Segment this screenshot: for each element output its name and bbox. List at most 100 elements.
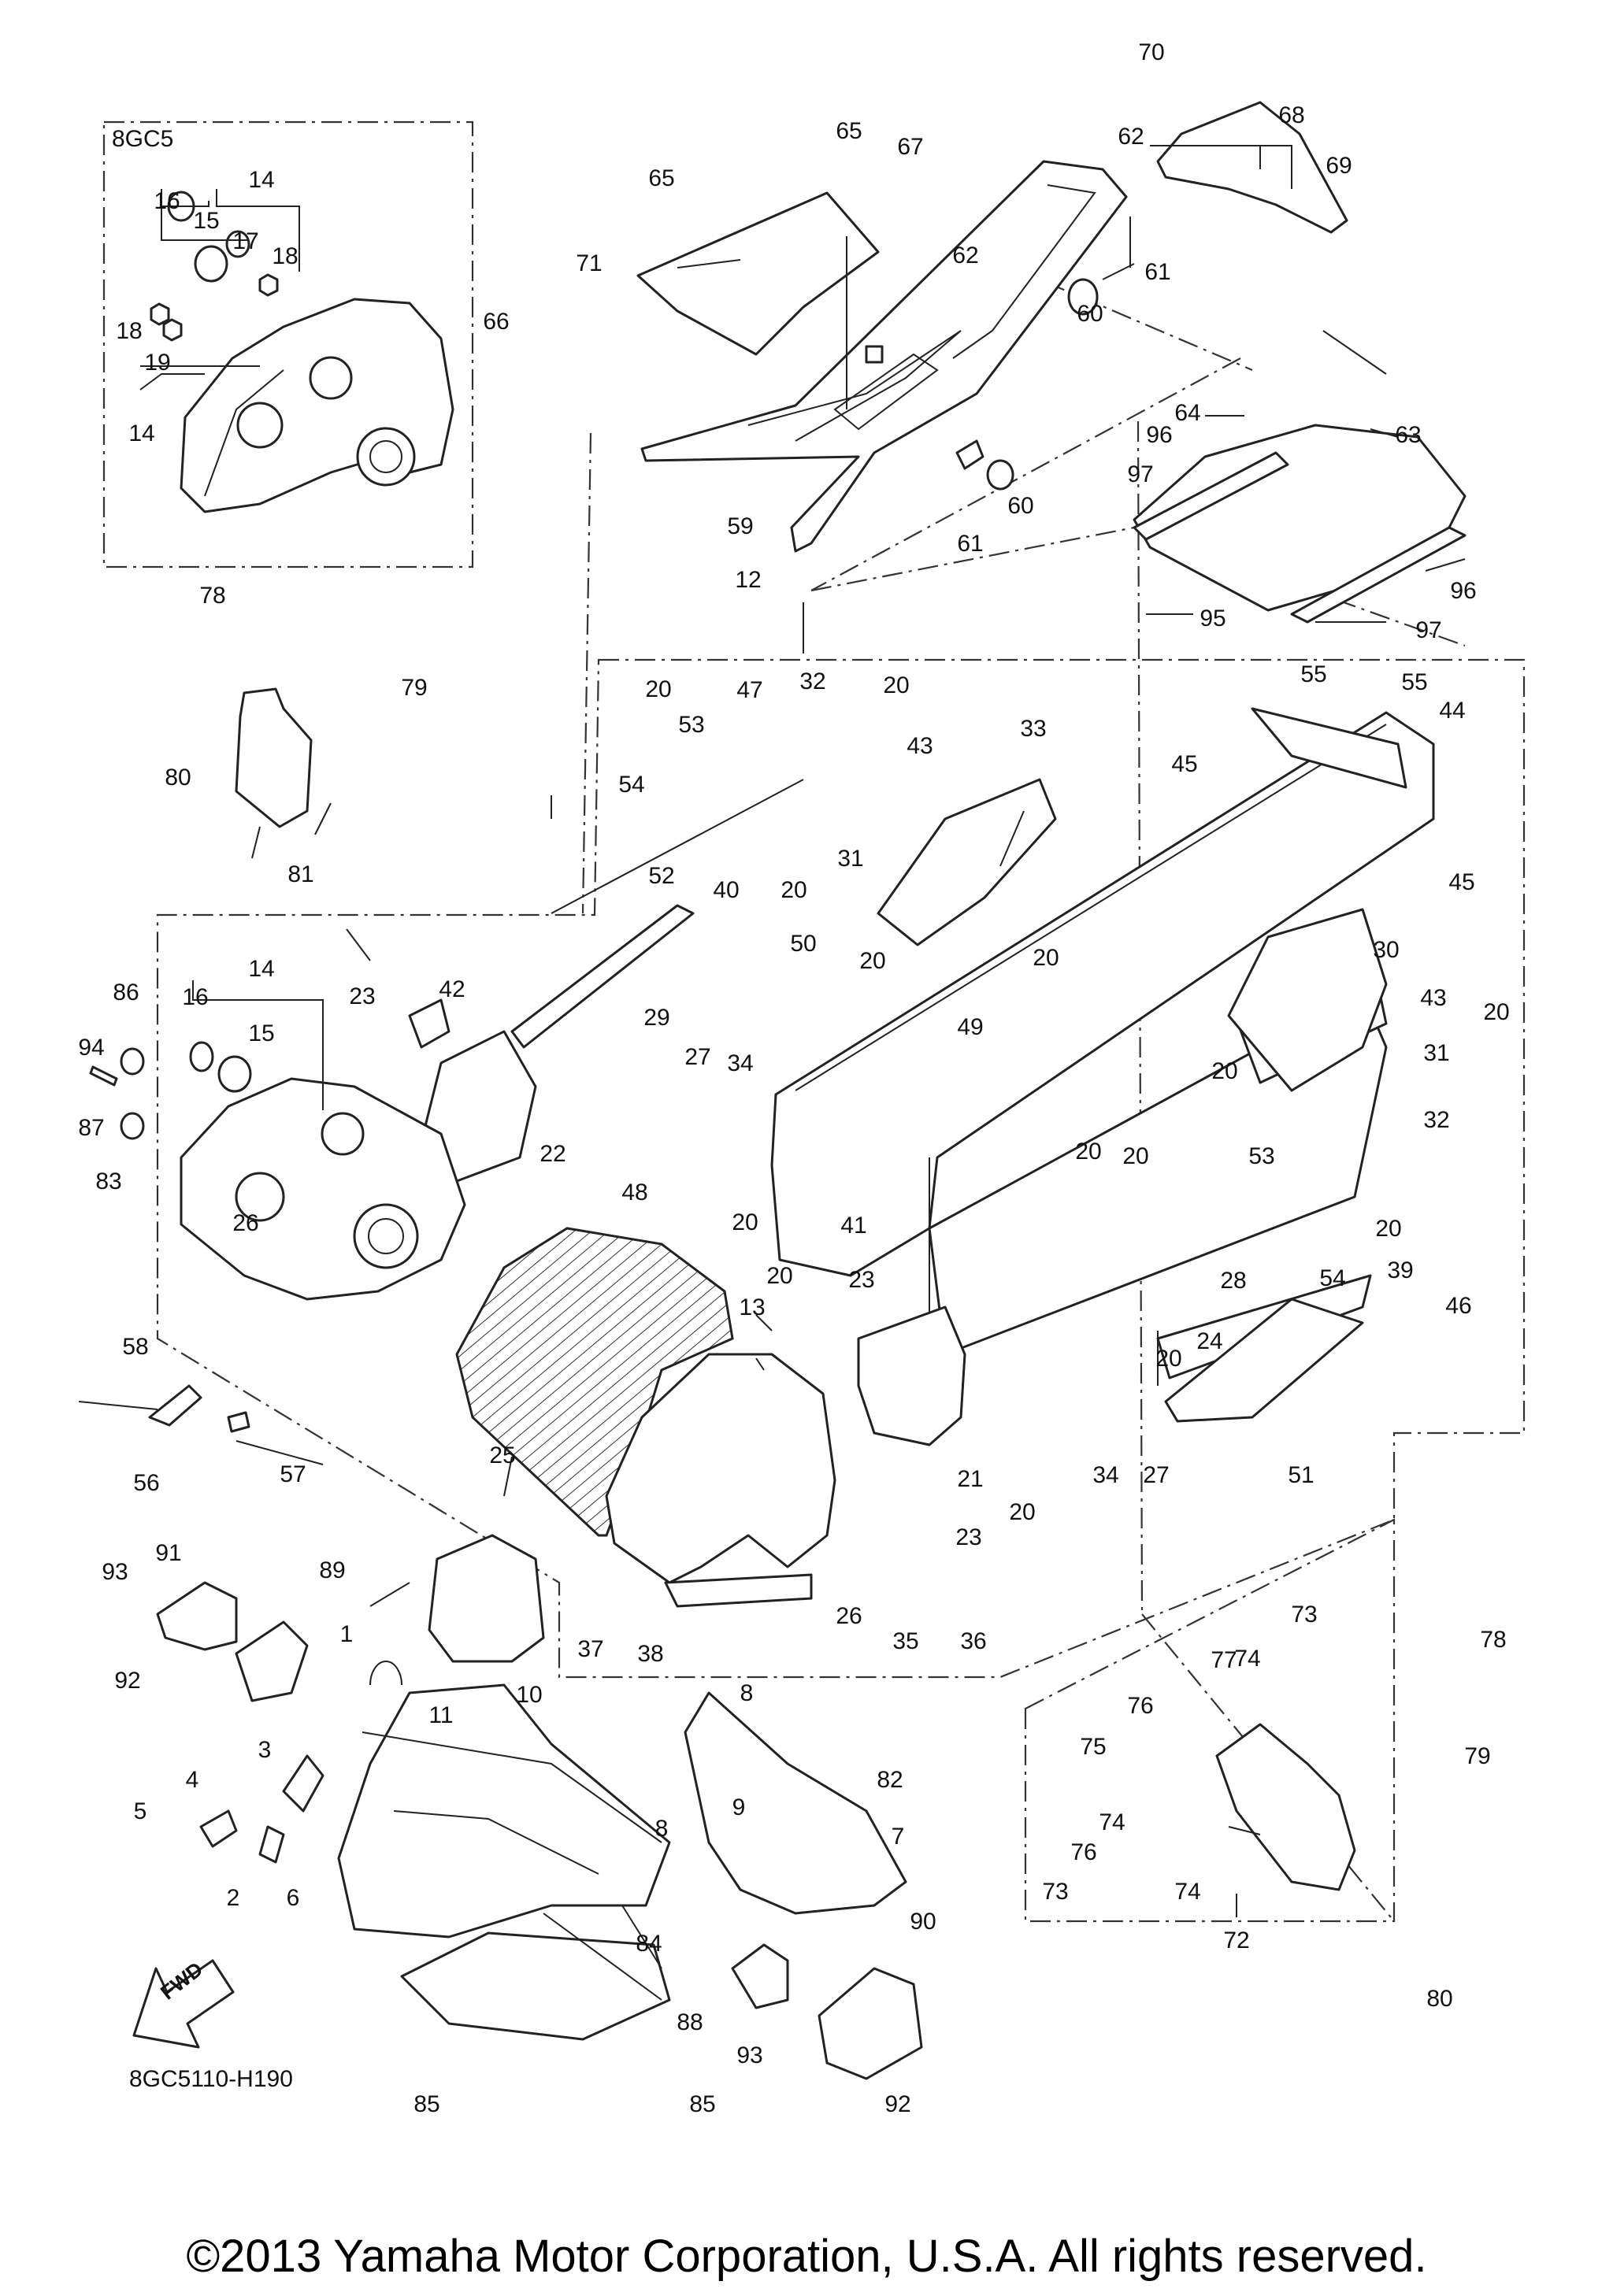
callout-16b: 16 bbox=[182, 984, 208, 1010]
callout-55b: 55 bbox=[1401, 669, 1427, 695]
clip-57 bbox=[227, 1411, 250, 1433]
callout-31a: 31 bbox=[837, 846, 863, 872]
callout-21: 21 bbox=[957, 1466, 983, 1492]
callout-64: 64 bbox=[1174, 400, 1200, 426]
bracket-33 bbox=[877, 778, 1057, 946]
callout-22: 22 bbox=[540, 1141, 565, 1167]
bracket-81 bbox=[235, 687, 313, 828]
callout-10: 10 bbox=[516, 1682, 542, 1708]
callout-89: 89 bbox=[319, 1557, 345, 1583]
callout-20f: 20 bbox=[1483, 999, 1509, 1025]
callout-74a: 74 bbox=[1234, 1646, 1260, 1672]
callout-57: 57 bbox=[280, 1461, 306, 1487]
callout-49: 49 bbox=[957, 1014, 983, 1040]
callout-15a: 15 bbox=[193, 208, 219, 234]
seal-87 bbox=[120, 1112, 145, 1140]
callout-18b: 18 bbox=[116, 318, 142, 344]
callout-91: 91 bbox=[155, 1540, 181, 1566]
callout-74b: 74 bbox=[1099, 1809, 1125, 1835]
callout-78a: 78 bbox=[199, 583, 225, 609]
callout-20j: 20 bbox=[732, 1209, 758, 1235]
callout-81: 81 bbox=[287, 861, 313, 887]
callout-66: 66 bbox=[483, 309, 509, 335]
callout-96b: 96 bbox=[1450, 578, 1476, 604]
callout-56: 56 bbox=[133, 1470, 159, 1496]
callout-53a: 53 bbox=[678, 712, 704, 738]
callout-6: 6 bbox=[287, 1885, 300, 1911]
seal-86 bbox=[120, 1047, 145, 1076]
callout-83: 83 bbox=[95, 1168, 121, 1194]
callout-34a: 34 bbox=[727, 1050, 753, 1076]
front-frame bbox=[337, 1661, 671, 1939]
guide-line-c bbox=[581, 432, 592, 914]
callout-20k: 20 bbox=[766, 1263, 792, 1289]
callout-53b: 53 bbox=[1248, 1143, 1274, 1169]
guide-line-b bbox=[810, 357, 1241, 591]
callout-43b: 43 bbox=[1420, 985, 1446, 1011]
clamp-4 bbox=[199, 1809, 238, 1848]
callout-29: 29 bbox=[643, 1005, 669, 1031]
callout-31b: 31 bbox=[1423, 1040, 1449, 1066]
callout-20b: 20 bbox=[883, 672, 909, 698]
callout-65b: 65 bbox=[648, 165, 674, 191]
copyright-notice: ©2013 Yamaha Motor Corporation, U.S.A. A… bbox=[186, 2231, 1427, 2282]
callouts: 1 2 3 4 5 6 7 8 8 9 10 11 12 13 14 14 14… bbox=[78, 39, 1509, 2117]
callout-8b: 8 bbox=[655, 1816, 669, 1842]
callout-74c: 74 bbox=[1174, 1879, 1200, 1905]
callout-93a: 93 bbox=[102, 1559, 128, 1585]
callout-15b: 15 bbox=[248, 1020, 274, 1046]
bracket-56 bbox=[148, 1384, 202, 1427]
callout-18a: 18 bbox=[272, 243, 298, 269]
callout-97b: 97 bbox=[1415, 617, 1441, 643]
front-plate-36 bbox=[664, 1573, 813, 1608]
callout-54b: 54 bbox=[1319, 1265, 1345, 1291]
callout-36: 36 bbox=[960, 1628, 986, 1654]
callout-14b: 14 bbox=[128, 420, 154, 446]
callout-20d: 20 bbox=[859, 948, 885, 974]
callout-85a: 85 bbox=[413, 2091, 439, 2117]
callout-32a: 32 bbox=[799, 668, 825, 694]
skid-plate-84 bbox=[400, 1931, 671, 2041]
group-boundary-72 bbox=[1024, 1518, 1396, 1923]
cover-91 bbox=[156, 1581, 238, 1651]
callout-76b: 76 bbox=[1070, 1839, 1096, 1865]
callout-5: 5 bbox=[134, 1798, 147, 1824]
callout-20h: 20 bbox=[1075, 1139, 1101, 1165]
callout-80a: 80 bbox=[165, 765, 191, 791]
callout-52: 52 bbox=[648, 863, 674, 889]
callout-61a: 61 bbox=[1144, 259, 1170, 285]
callout-17: 17 bbox=[232, 228, 258, 254]
diagram-code: 8GC5110-H190 bbox=[129, 2066, 293, 2092]
callout-7: 7 bbox=[892, 1824, 905, 1850]
gasket-89 bbox=[235, 1620, 309, 1702]
callout-48: 48 bbox=[621, 1179, 647, 1205]
callout-96a: 96 bbox=[1146, 422, 1172, 448]
callout-60b: 60 bbox=[1007, 493, 1033, 519]
callout-55a: 55 bbox=[1300, 661, 1326, 687]
callout-23b: 23 bbox=[848, 1267, 874, 1293]
callout-27a: 27 bbox=[684, 1044, 710, 1070]
callout-26a: 26 bbox=[232, 1210, 258, 1236]
callout-62b: 62 bbox=[952, 243, 978, 268]
callout-73a: 73 bbox=[1291, 1602, 1317, 1628]
callout-37: 37 bbox=[577, 1636, 603, 1662]
callout-59: 59 bbox=[727, 513, 753, 539]
callout-24: 24 bbox=[1196, 1328, 1222, 1354]
callout-71: 71 bbox=[576, 250, 602, 276]
callout-92a: 92 bbox=[114, 1668, 140, 1694]
callout-23a: 23 bbox=[349, 983, 375, 1009]
callout-79a: 79 bbox=[401, 675, 427, 701]
leader-lines bbox=[78, 145, 1466, 2001]
fwd-arrow-icon bbox=[132, 1959, 235, 2049]
callout-77: 77 bbox=[1211, 1647, 1237, 1673]
drive-case bbox=[180, 1077, 466, 1301]
running-board-51 bbox=[1164, 1298, 1364, 1423]
callout-16a: 16 bbox=[154, 188, 180, 214]
rear-shield bbox=[636, 191, 880, 356]
callout-60a: 60 bbox=[1077, 301, 1103, 327]
callout-20n: 20 bbox=[1122, 1143, 1148, 1169]
callout-26b: 26 bbox=[836, 1603, 862, 1629]
callout-35: 35 bbox=[892, 1628, 918, 1654]
callout-41: 41 bbox=[840, 1213, 866, 1239]
